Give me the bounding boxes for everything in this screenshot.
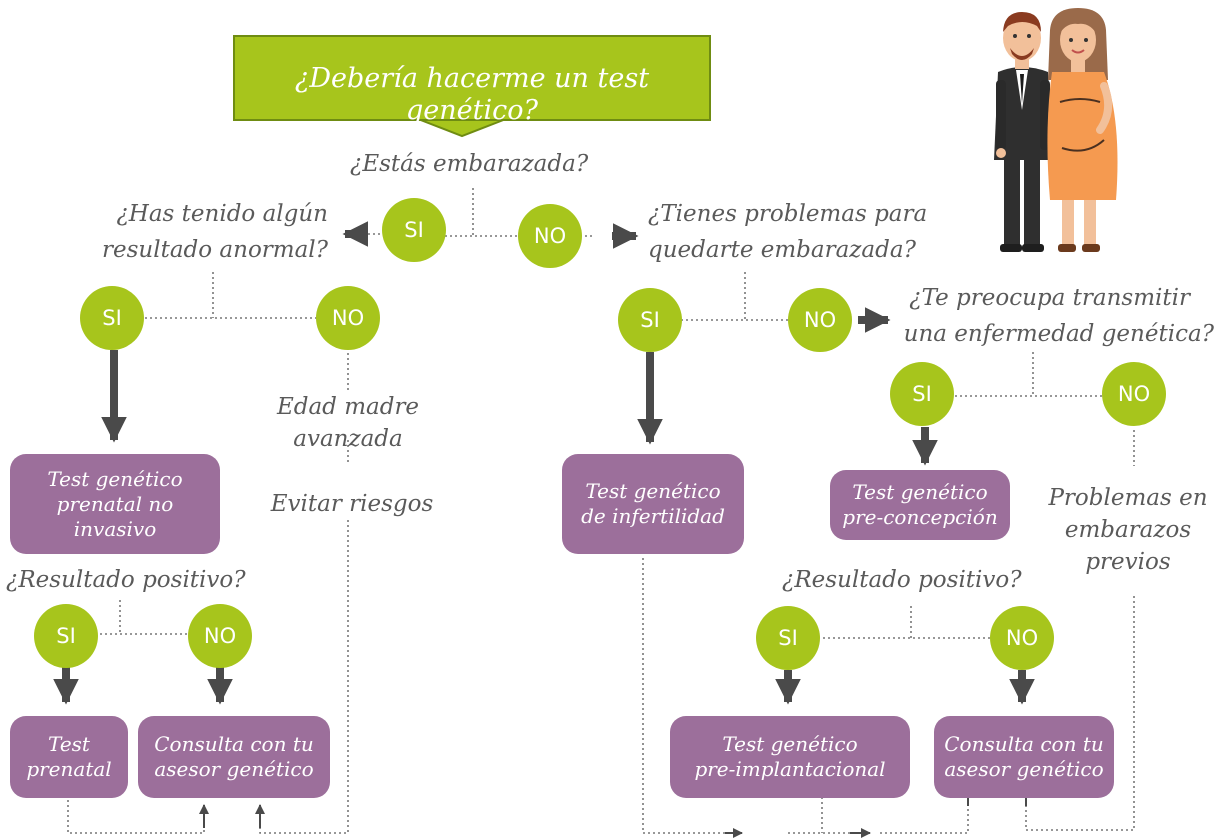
question-abnormal-line1: ¿Has tenido algún bbox=[116, 201, 328, 227]
box-preconception: Test genético pre-concepción bbox=[830, 470, 1010, 540]
box-counsel-left: Consulta con tu asesor genético bbox=[138, 716, 330, 798]
box-counsel-right: Consulta con tu asesor genético bbox=[934, 716, 1114, 798]
question-transmit-line2: una enfermedad genética? bbox=[903, 321, 1214, 347]
box-prenatal: Test prenatal bbox=[10, 716, 128, 798]
question-positive-right: ¿Resultado positivo? bbox=[782, 567, 1022, 593]
yes-circle-positive-right: SI bbox=[756, 606, 820, 670]
note-previous-line1: Problemas en bbox=[1048, 485, 1208, 511]
no-circle-fertility: NO bbox=[788, 288, 852, 352]
box-preimplant: Test genético pre-implantacional bbox=[670, 716, 910, 798]
no-circle-abnormal: NO bbox=[316, 286, 380, 350]
question-positive-left: ¿Resultado positivo? bbox=[6, 567, 246, 593]
yes-circle-pregnant: SI bbox=[382, 198, 446, 262]
couple-illustration bbox=[994, 8, 1118, 252]
title-banner: ¿Debería hacerme un test genético? bbox=[233, 35, 711, 126]
no-circle-pregnant: NO bbox=[518, 204, 582, 268]
yes-circle-transmit: SI bbox=[890, 362, 954, 426]
note-previous-line2: embarazos bbox=[1064, 517, 1192, 543]
yes-circle-fertility: SI bbox=[618, 288, 682, 352]
no-circle-positive-left: NO bbox=[188, 604, 252, 668]
question-abnormal-line2: resultado anormal? bbox=[102, 237, 328, 263]
yes-circle-positive-left: SI bbox=[34, 604, 98, 668]
note-age-line1: Edad madre bbox=[276, 394, 420, 420]
yes-circle-abnormal: SI bbox=[80, 286, 144, 350]
note-avoid-risks: Evitar riesgos bbox=[270, 491, 434, 517]
question-transmit-line1: ¿Te preocupa transmitir bbox=[909, 285, 1190, 311]
question-pregnant: ¿Estás embarazada? bbox=[350, 151, 589, 177]
box-nipt: Test genético prenatal no invasivo bbox=[10, 454, 220, 554]
box-infertility: Test genético de infertilidad bbox=[562, 454, 744, 554]
title-text: ¿Debería hacerme un test genético? bbox=[294, 63, 650, 126]
note-age-line2: avanzada bbox=[293, 426, 403, 452]
note-previous-line3: previos bbox=[1085, 549, 1171, 575]
no-circle-positive-right: NO bbox=[990, 606, 1054, 670]
question-fertility-line2: quedarte embarazada? bbox=[648, 237, 916, 263]
no-circle-transmit: NO bbox=[1102, 362, 1166, 426]
question-fertility-line1: ¿Tienes problemas para bbox=[648, 201, 928, 227]
